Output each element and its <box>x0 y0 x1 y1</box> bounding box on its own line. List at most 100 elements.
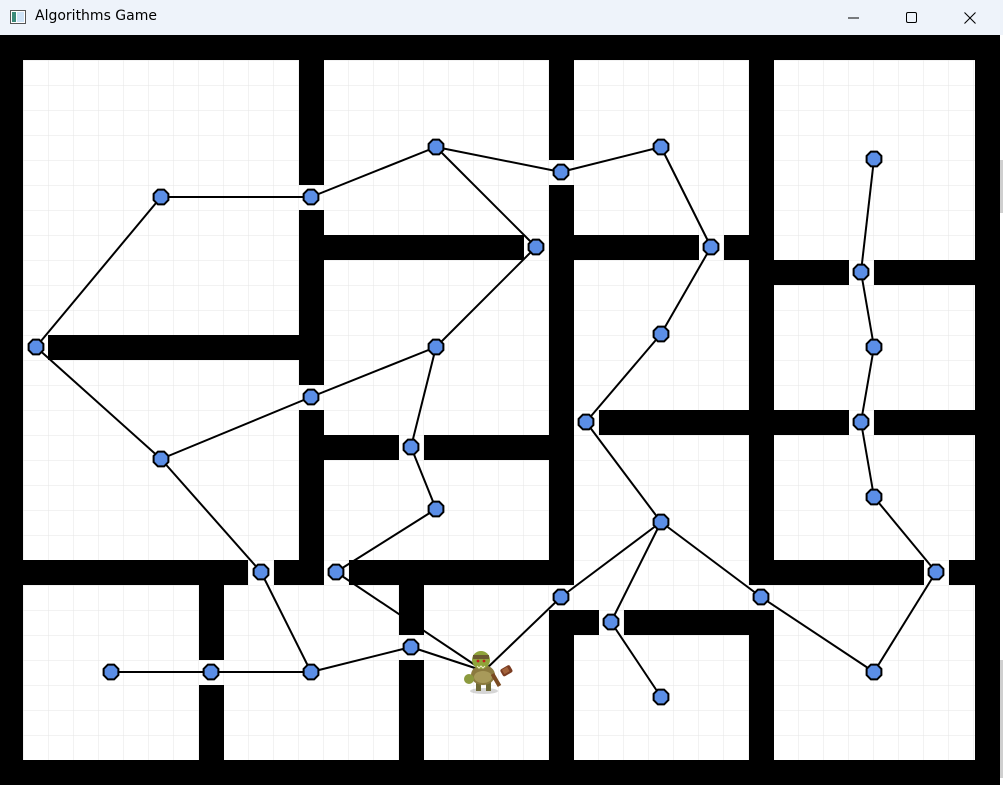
graph-edge <box>410 646 485 672</box>
graph-node[interactable] <box>327 563 345 581</box>
graph-edge <box>335 571 485 672</box>
graph-node[interactable] <box>302 388 320 406</box>
wall-segment <box>949 560 975 585</box>
graph-node[interactable] <box>202 663 220 681</box>
wall-segment <box>624 610 774 635</box>
maze-walls <box>23 60 975 760</box>
graph-edge <box>310 146 437 198</box>
maximize-icon <box>906 11 917 23</box>
wall-segment <box>724 235 774 260</box>
graph-node[interactable] <box>752 588 770 606</box>
graph-node[interactable] <box>652 325 670 343</box>
graph-nodes <box>27 138 945 706</box>
wall-segment <box>349 560 574 585</box>
title-bar: Algorithms Game <box>0 0 1003 35</box>
window-edge <box>1000 660 1003 778</box>
graph-node[interactable] <box>152 450 170 468</box>
wall-segment <box>874 260 975 285</box>
wall-segment <box>399 660 424 760</box>
wall-segment <box>774 260 849 285</box>
graph-edge <box>873 496 937 573</box>
graph-edge <box>435 246 537 348</box>
graph-edge <box>410 446 437 510</box>
graph-node[interactable] <box>552 588 570 606</box>
graph-edge <box>560 521 662 598</box>
graph-edge <box>435 146 537 248</box>
graph-edge <box>585 421 662 523</box>
graph-edge <box>610 521 662 623</box>
wall-segment <box>23 560 248 585</box>
game-canvas[interactable] <box>0 35 1003 785</box>
graph-node[interactable] <box>652 138 670 156</box>
minimize-button[interactable] <box>825 0 883 35</box>
close-button[interactable] <box>941 0 999 35</box>
graph-node[interactable] <box>152 188 170 206</box>
graph-edge <box>310 646 412 673</box>
graph-edge <box>35 346 162 460</box>
graph-node[interactable] <box>865 663 883 681</box>
window-edge <box>1000 160 1003 213</box>
wall-segment <box>299 60 324 185</box>
maze-board[interactable] <box>0 35 1003 785</box>
close-icon <box>964 11 976 24</box>
wall-segment <box>749 60 774 585</box>
graph-node[interactable] <box>252 563 270 581</box>
graph-edge <box>860 271 875 348</box>
graph-node[interactable] <box>427 138 445 156</box>
graph-node[interactable] <box>852 413 870 431</box>
graph-node[interactable] <box>602 613 620 631</box>
graph-node[interactable] <box>852 263 870 281</box>
wall-segment <box>549 610 599 635</box>
graph-edge <box>860 421 875 498</box>
graph-edge <box>410 346 437 448</box>
graph-edge <box>560 146 662 173</box>
wall-segment <box>199 585 224 660</box>
graph-node[interactable] <box>302 663 320 681</box>
graph-edge <box>260 571 312 673</box>
wall-segment <box>549 60 574 160</box>
graph-edge <box>335 508 437 573</box>
wall-segment <box>274 560 324 585</box>
wall-segment <box>874 410 975 435</box>
wall-segment <box>399 585 424 635</box>
wall-segment <box>574 235 699 260</box>
wall-segment <box>324 235 524 260</box>
wall-segment <box>774 560 924 585</box>
graph-node[interactable] <box>652 688 670 706</box>
graph-node[interactable] <box>102 663 120 681</box>
graph-node[interactable] <box>702 238 720 256</box>
graph-node[interactable] <box>652 513 670 531</box>
graph-node[interactable] <box>552 163 570 181</box>
graph-edge <box>760 596 875 673</box>
graph-edge <box>160 396 312 460</box>
graph-node[interactable] <box>427 338 445 356</box>
graph-edge <box>660 146 712 248</box>
graph-edge <box>860 346 875 423</box>
orc-warrior-sprite[interactable] <box>464 651 513 694</box>
graph-edge <box>483 596 562 672</box>
graph-edge <box>435 146 562 173</box>
graph-edge <box>660 246 712 335</box>
graph-node[interactable] <box>402 638 420 656</box>
graph-node[interactable] <box>865 488 883 506</box>
graph-node[interactable] <box>527 238 545 256</box>
maximize-button[interactable] <box>883 0 941 35</box>
graph-node[interactable] <box>27 338 45 356</box>
graph-node[interactable] <box>402 438 420 456</box>
window-title: Algorithms Game <box>35 8 157 24</box>
app-window-icon <box>10 9 26 24</box>
wall-segment <box>48 335 324 360</box>
graph-node[interactable] <box>577 413 595 431</box>
graph-node[interactable] <box>927 563 945 581</box>
graph-node[interactable] <box>427 500 445 518</box>
graph-node[interactable] <box>302 188 320 206</box>
graph-edge <box>35 196 162 348</box>
wall-segment <box>424 435 574 460</box>
graph-edge <box>310 346 437 398</box>
graph-edge <box>860 158 875 273</box>
wall-segment <box>199 685 224 760</box>
graph-node[interactable] <box>865 338 883 356</box>
graph-node[interactable] <box>865 150 883 168</box>
graph-edge <box>610 621 662 698</box>
wall-segment <box>324 435 399 460</box>
